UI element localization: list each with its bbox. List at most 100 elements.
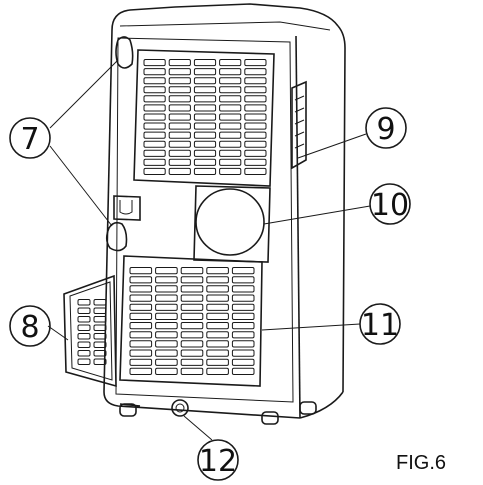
grille-slot <box>180 367 204 375</box>
grille-slot <box>180 312 204 320</box>
grille-slot <box>168 149 191 157</box>
grille-slot <box>155 358 178 366</box>
grille-slot <box>129 349 153 357</box>
grille-slot <box>244 113 267 121</box>
grille-slot <box>219 86 242 94</box>
caster-wheel-rear-right <box>299 401 317 415</box>
grille-slot <box>155 276 178 284</box>
grille-slot <box>193 140 217 148</box>
grille-slot <box>219 131 242 139</box>
grille-slot <box>231 358 255 366</box>
grille-slot <box>206 276 229 284</box>
grille-slot <box>244 104 267 112</box>
grille-slot <box>180 358 204 366</box>
grille-slot <box>168 59 191 67</box>
callout-8: 8 <box>9 305 51 347</box>
grille-slot <box>77 307 91 314</box>
grille-slot <box>193 104 217 112</box>
grille-slot <box>206 340 229 348</box>
figure-label: FIG.6 <box>396 452 447 474</box>
grille-slot <box>93 316 107 323</box>
grille-slot <box>193 59 217 67</box>
grille-slot <box>143 86 166 94</box>
grille-slot <box>143 77 166 85</box>
grille-slot <box>244 95 267 103</box>
grille-slot <box>143 113 166 121</box>
grille-slot <box>231 340 255 348</box>
grille-slot <box>219 167 242 175</box>
grille-slot <box>77 299 91 306</box>
grille-slot <box>244 149 267 157</box>
grille-slot <box>155 303 178 311</box>
grille-slot <box>129 312 153 320</box>
side-vent <box>291 80 307 170</box>
grille-slot <box>155 367 178 375</box>
grille-slot <box>206 267 229 275</box>
caster-wheel-front-left <box>119 403 141 417</box>
grille-slot <box>129 267 153 275</box>
grille-slot <box>77 350 91 357</box>
grille-slot <box>143 140 166 148</box>
grille-slot <box>219 122 242 130</box>
grille-slot <box>180 340 204 348</box>
grille-slot <box>77 316 91 323</box>
grille-slot <box>77 324 91 331</box>
drain-outlet <box>171 399 189 417</box>
grille-slot <box>93 333 107 340</box>
grille-slot <box>231 294 255 302</box>
grille-slot <box>155 285 178 293</box>
grille-slot <box>180 331 204 339</box>
grille-slot <box>244 158 267 166</box>
callout-9: 9 <box>365 107 407 149</box>
grille-slot <box>143 167 166 175</box>
grille-slot <box>231 349 255 357</box>
grille-slot <box>168 95 191 103</box>
grille-slot <box>155 294 178 302</box>
grille-slot <box>155 340 178 348</box>
grille-slot <box>129 322 153 330</box>
grille-slot <box>77 333 91 340</box>
grille-slot <box>129 294 153 302</box>
grille-slot <box>129 303 153 311</box>
svg-text:9: 9 <box>376 112 395 147</box>
grille-slot <box>206 322 229 330</box>
grille-slot <box>244 140 267 148</box>
grille-slot <box>180 285 204 293</box>
grille-slot <box>219 149 242 157</box>
carry-handle-top <box>115 36 134 69</box>
grille-slot <box>93 324 107 331</box>
grille-slot <box>180 267 204 275</box>
grille-slot <box>244 131 267 139</box>
grille-slot <box>244 86 267 94</box>
grille-slot <box>129 331 153 339</box>
caster-wheel-front-right <box>261 411 279 425</box>
callout-7: 7 <box>9 117 51 159</box>
grille-slot <box>143 149 166 157</box>
grille-slot <box>206 294 229 302</box>
grille-slot <box>219 140 242 148</box>
grille-slot <box>231 367 255 375</box>
grille-slot <box>143 104 166 112</box>
grille-slot <box>168 158 191 166</box>
grille-slot <box>193 131 217 139</box>
grille-slot <box>193 167 217 175</box>
leader-lines <box>47 59 371 441</box>
grille-slot <box>143 95 166 103</box>
grille-slot <box>129 367 153 375</box>
power-socket <box>113 195 141 221</box>
grille-slot <box>77 358 91 365</box>
grille-slot <box>244 77 267 85</box>
grille-slot <box>129 340 153 348</box>
grille-slot <box>129 285 153 293</box>
grille-slot <box>244 68 267 76</box>
grille-slot <box>231 322 255 330</box>
grille-slot <box>244 167 267 175</box>
lower-air-grille <box>119 255 263 387</box>
svg-text:11: 11 <box>361 308 399 343</box>
grille-slot <box>206 312 229 320</box>
grille-slot <box>231 276 255 284</box>
grille-slot <box>168 131 191 139</box>
svg-text:7: 7 <box>20 122 39 157</box>
grille-slot <box>193 68 217 76</box>
